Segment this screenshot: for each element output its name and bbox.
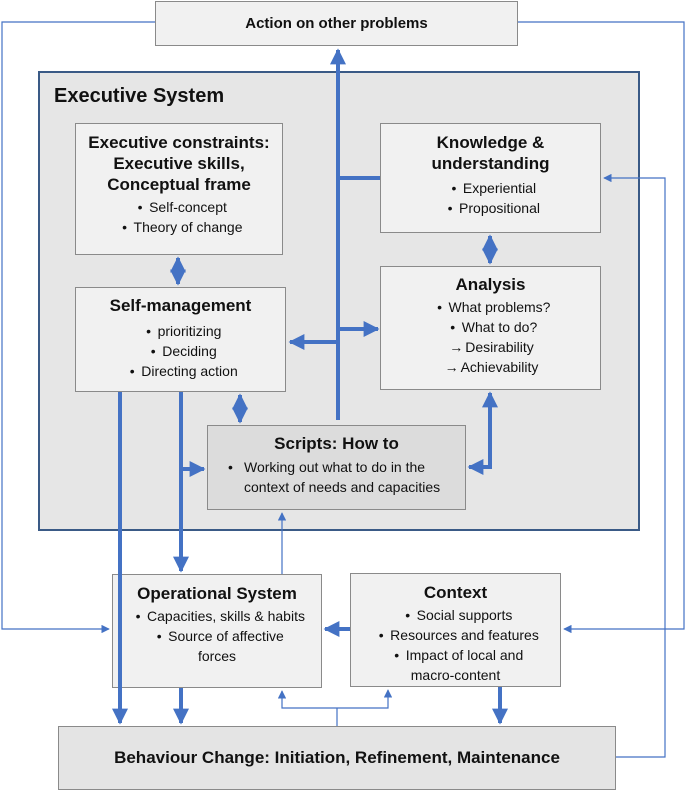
- knowledge-understanding-box: Knowledge & understanding •Experiential …: [380, 123, 601, 233]
- list-item: •Capacities, skills & habits: [135, 608, 305, 624]
- list-item: •Self-concept: [137, 199, 227, 215]
- list-item: •Propositional: [447, 200, 540, 216]
- analysis-scripts-arrow: [467, 391, 498, 475]
- analysis-title: Analysis: [455, 275, 526, 294]
- analysis-box: Analysis •What problems? •What to do? →D…: [380, 266, 601, 390]
- operational-system-box: Operational System •Capacities, skills &…: [112, 574, 322, 688]
- executive-constraints-title: Executive constraints: Executive skills,…: [88, 133, 270, 194]
- list-item: •What to do?: [450, 319, 538, 335]
- executive-constraints-box: Executive constraints: Executive skills,…: [75, 123, 283, 255]
- scripts-title: Scripts: How to: [274, 434, 399, 453]
- context-box: Context •Social supports •Resources and …: [350, 573, 561, 687]
- list-item: •prioritizing: [146, 323, 222, 339]
- self-management-box: Self-management •prioritizing •Deciding …: [75, 287, 286, 392]
- list-item: →Desirability: [449, 339, 534, 355]
- list-item: •Experiential: [451, 180, 537, 196]
- behaviour-to-context-thin-arrow: [337, 689, 393, 709]
- knowledge-understanding-title: Knowledge & understanding: [431, 133, 550, 173]
- list-item: •What problems?: [437, 299, 551, 315]
- operational-system-title: Operational System: [137, 584, 297, 603]
- action-on-other-problems-box: Action on other problems: [155, 1, 518, 46]
- list-item: •Directing action: [129, 363, 238, 379]
- action-to-context-thin-arrow: [518, 21, 685, 634]
- list-item: →Achievability: [444, 359, 539, 375]
- self-management-to-scripts-arrow: [179, 392, 206, 477]
- self-management-title: Self-management: [109, 296, 252, 315]
- list-item: •Social supports: [405, 607, 513, 623]
- scripts-item: • Working out what to do in the context …: [228, 459, 441, 495]
- list-item: •Resources and features: [378, 627, 539, 643]
- behaviour-change-box: Behaviour Change: Initiation, Refinement…: [58, 726, 616, 790]
- action-to-operational-thin-arrow: [1, 21, 155, 634]
- context-title: Context: [423, 583, 488, 602]
- action-on-other-problems-label: Action on other problems: [245, 15, 428, 32]
- behaviour-to-operational-thin-arrow: [277, 690, 337, 709]
- behaviour-to-knowledge-thin-arrow: [603, 173, 666, 758]
- behaviour-change-label: Behaviour Change: Initiation, Refinement…: [114, 748, 560, 767]
- list-item: •Deciding: [150, 343, 217, 359]
- executive-system-label: Executive System: [54, 85, 225, 107]
- list-item: •Theory of change: [122, 219, 243, 235]
- scripts-how-to-box: Scripts: How to • Working out what to do…: [207, 425, 466, 510]
